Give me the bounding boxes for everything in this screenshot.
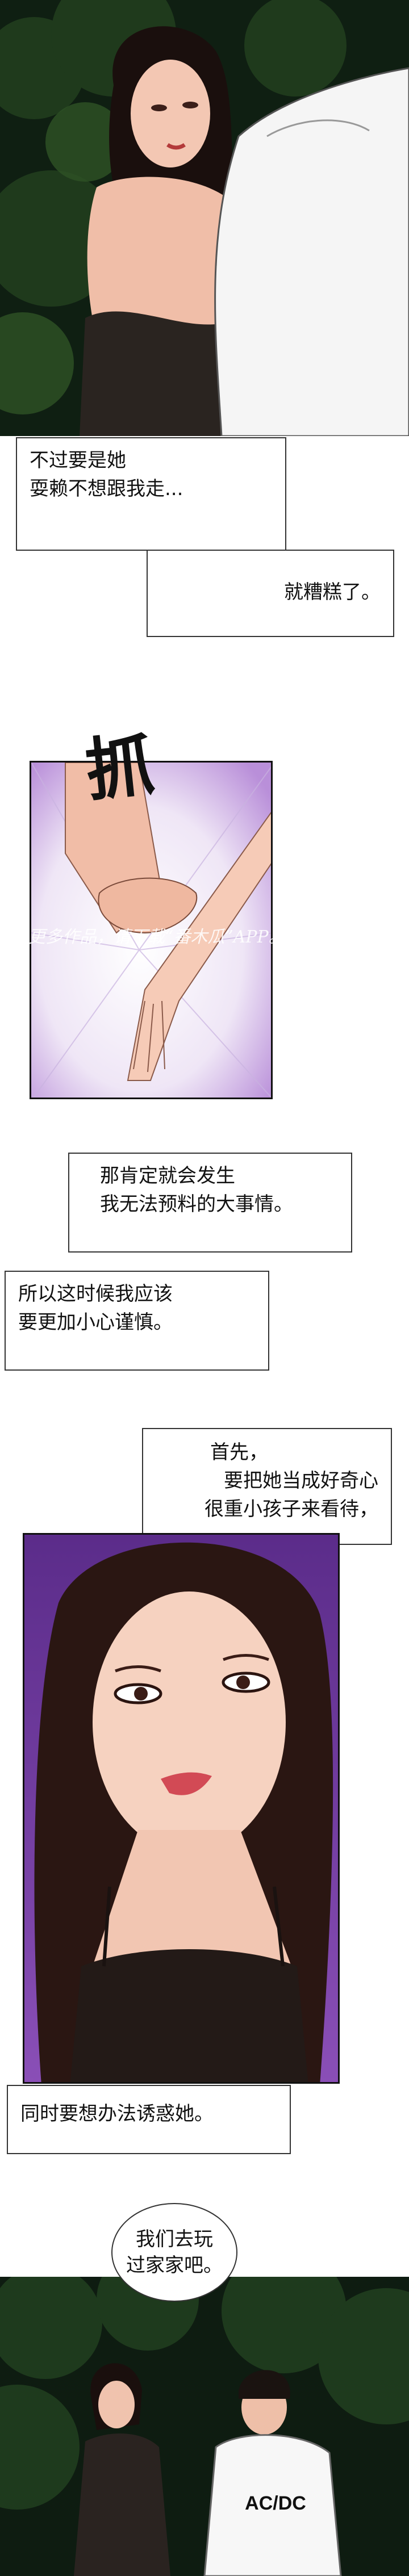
caption-1: 不过要是她 耍赖不想跟我走...	[16, 437, 286, 551]
caption-3-line-2: 我无法预料的大事情。	[100, 1193, 293, 1216]
caption-6-line-1: 同时要想办法诱惑她。	[20, 2102, 214, 2125]
woman-closeup-art	[24, 1535, 338, 2082]
panel-woman-closeup	[23, 1533, 340, 2084]
caption-5-line-2: 要把她当成好奇心	[224, 1469, 378, 1492]
shirt-logo: AC/DC	[245, 2493, 306, 2514]
caption-4: 所以这时候我应该 要更加小心谨慎。	[5, 1271, 269, 1371]
caption-2: 就糟糕了。	[147, 550, 394, 637]
speech-bubble-line-1: 我们去玩	[136, 2228, 213, 2251]
watermark: 更多作品，请下载“番木瓜”APP。	[28, 927, 286, 947]
sfx-grab: 抓	[82, 726, 158, 811]
forest-couple-art	[0, 2277, 409, 2576]
caption-4-line-2: 要更加小心谨慎。	[18, 1311, 173, 1334]
speech-bubble: 我们去玩 过家家吧。	[111, 2203, 237, 2302]
forest-woman-art	[0, 0, 409, 436]
speech-bubble-line-2: 过家家吧。	[126, 2254, 223, 2277]
caption-5: 首先， 要把她当成好奇心 很重小孩子来看待，	[142, 1428, 392, 1545]
caption-3: 那肯定就会发生 我无法预料的大事情。	[68, 1153, 352, 1253]
panel-forest-couple: AC/DC	[0, 2277, 409, 2576]
caption-1-line-1: 不过要是她	[30, 449, 126, 472]
caption-4-line-1: 所以这时候我应该	[18, 1283, 173, 1305]
caption-3-line-1: 那肯定就会发生	[100, 1165, 235, 1187]
caption-5-line-3: 很重小孩子来看待，	[204, 1498, 378, 1521]
caption-5-line-1: 首先，	[210, 1441, 268, 1464]
panel-hand-grab	[30, 761, 273, 1099]
hand-grab-art	[31, 763, 271, 1098]
caption-6: 同时要想办法诱惑她。	[7, 2085, 291, 2154]
caption-2-line-1: 就糟糕了。	[284, 581, 381, 604]
panel-forest-woman	[0, 0, 409, 436]
caption-1-line-2: 耍赖不想跟我走...	[30, 477, 183, 500]
